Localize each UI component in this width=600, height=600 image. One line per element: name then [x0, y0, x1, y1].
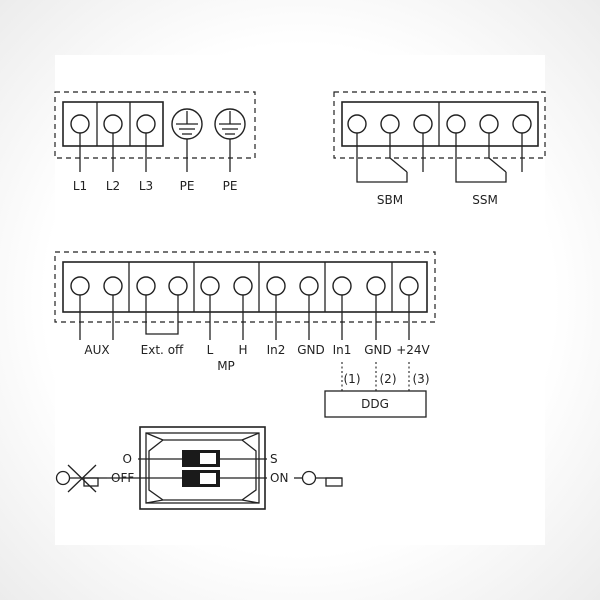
ddg-label: DDG — [361, 397, 389, 411]
terminal-in1 — [332, 276, 352, 296]
label-l1: L1 — [73, 179, 87, 193]
label-mp: MP — [217, 359, 235, 373]
terminal-ext-off-2 — [168, 276, 188, 296]
terminal-ssm-1 — [446, 114, 466, 134]
label-on: ON — [270, 471, 288, 485]
label-pe-2: PE — [223, 179, 238, 193]
terminal-24v — [399, 276, 419, 296]
terminal-l3 — [136, 114, 156, 134]
ddg-pin-2: (2) — [380, 372, 397, 386]
ground-terminal-2 — [214, 108, 246, 172]
label-o: O — [123, 452, 132, 466]
ground-terminal-1 — [171, 108, 203, 172]
key-icon — [294, 470, 343, 487]
control-terminal-strip — [62, 261, 428, 313]
ext-off-bridge — [145, 295, 179, 335]
label-in1: In1 — [333, 343, 352, 357]
terminal-mp-l — [200, 276, 220, 296]
dip-switch-knob-2 — [200, 473, 216, 484]
label-aux: AUX — [84, 343, 109, 357]
terminal-l1 — [70, 114, 90, 134]
label-sbm: SBM — [377, 193, 403, 207]
label-ssm: SSM — [472, 193, 498, 207]
control-block-dashed-outline — [54, 251, 436, 323]
sheet-background — [55, 55, 545, 545]
relay-terminal-strip — [341, 101, 539, 147]
terminal-in2 — [266, 276, 286, 296]
terminal-sbm-2 — [380, 114, 400, 134]
label-ext-off: Ext. off — [141, 343, 184, 357]
label-l: L — [207, 343, 214, 357]
ssm-relay-contact — [455, 133, 523, 183]
label-off: OFF — [111, 471, 134, 485]
terminal-aux-2 — [103, 276, 123, 296]
power-terminal-block: L1 L2 L3 PE PE — [54, 91, 256, 193]
terminal-sbm-1 — [347, 114, 367, 134]
terminal-ssm-2 — [479, 114, 499, 134]
label-gnd-2: GND — [364, 343, 392, 357]
terminal-l2 — [103, 114, 123, 134]
ddg-sensor: (1) (2) (3) DDG — [324, 362, 430, 418]
crossed-key-icon — [55, 464, 107, 493]
terminal-ssm-3 — [512, 114, 532, 134]
dip-switch-knob-1 — [200, 453, 216, 464]
label-pe-1: PE — [180, 179, 195, 193]
label-24v: +24V — [396, 343, 430, 357]
relay-terminal-block: SBM SSM — [333, 91, 546, 207]
terminal-aux-1 — [70, 276, 90, 296]
dip-switch: O S OFF ON — [55, 426, 343, 510]
label-h: H — [238, 343, 247, 357]
label-in2: In2 — [267, 343, 286, 357]
label-l3: L3 — [139, 179, 153, 193]
relay-block-dashed-outline — [333, 91, 546, 159]
terminal-ext-off-1 — [136, 276, 156, 296]
label-s: S — [270, 452, 278, 466]
terminal-sbm-3 — [413, 114, 433, 134]
label-gnd-1: GND — [297, 343, 325, 357]
terminal-mp-h — [233, 276, 253, 296]
power-block-dashed-outline — [54, 91, 256, 159]
ddg-box — [324, 390, 427, 418]
dip-switch-housing — [139, 426, 266, 510]
ddg-pin-3: (3) — [413, 372, 430, 386]
sbm-relay-contact — [356, 133, 424, 183]
control-terminal-block: AUX Ext. off L H MP In2 GND In1 GND +24V — [54, 251, 436, 373]
label-l2: L2 — [106, 179, 120, 193]
terminal-gnd-1 — [299, 276, 319, 296]
ddg-pin-1: (1) — [344, 372, 361, 386]
terminal-gnd-2 — [366, 276, 386, 296]
